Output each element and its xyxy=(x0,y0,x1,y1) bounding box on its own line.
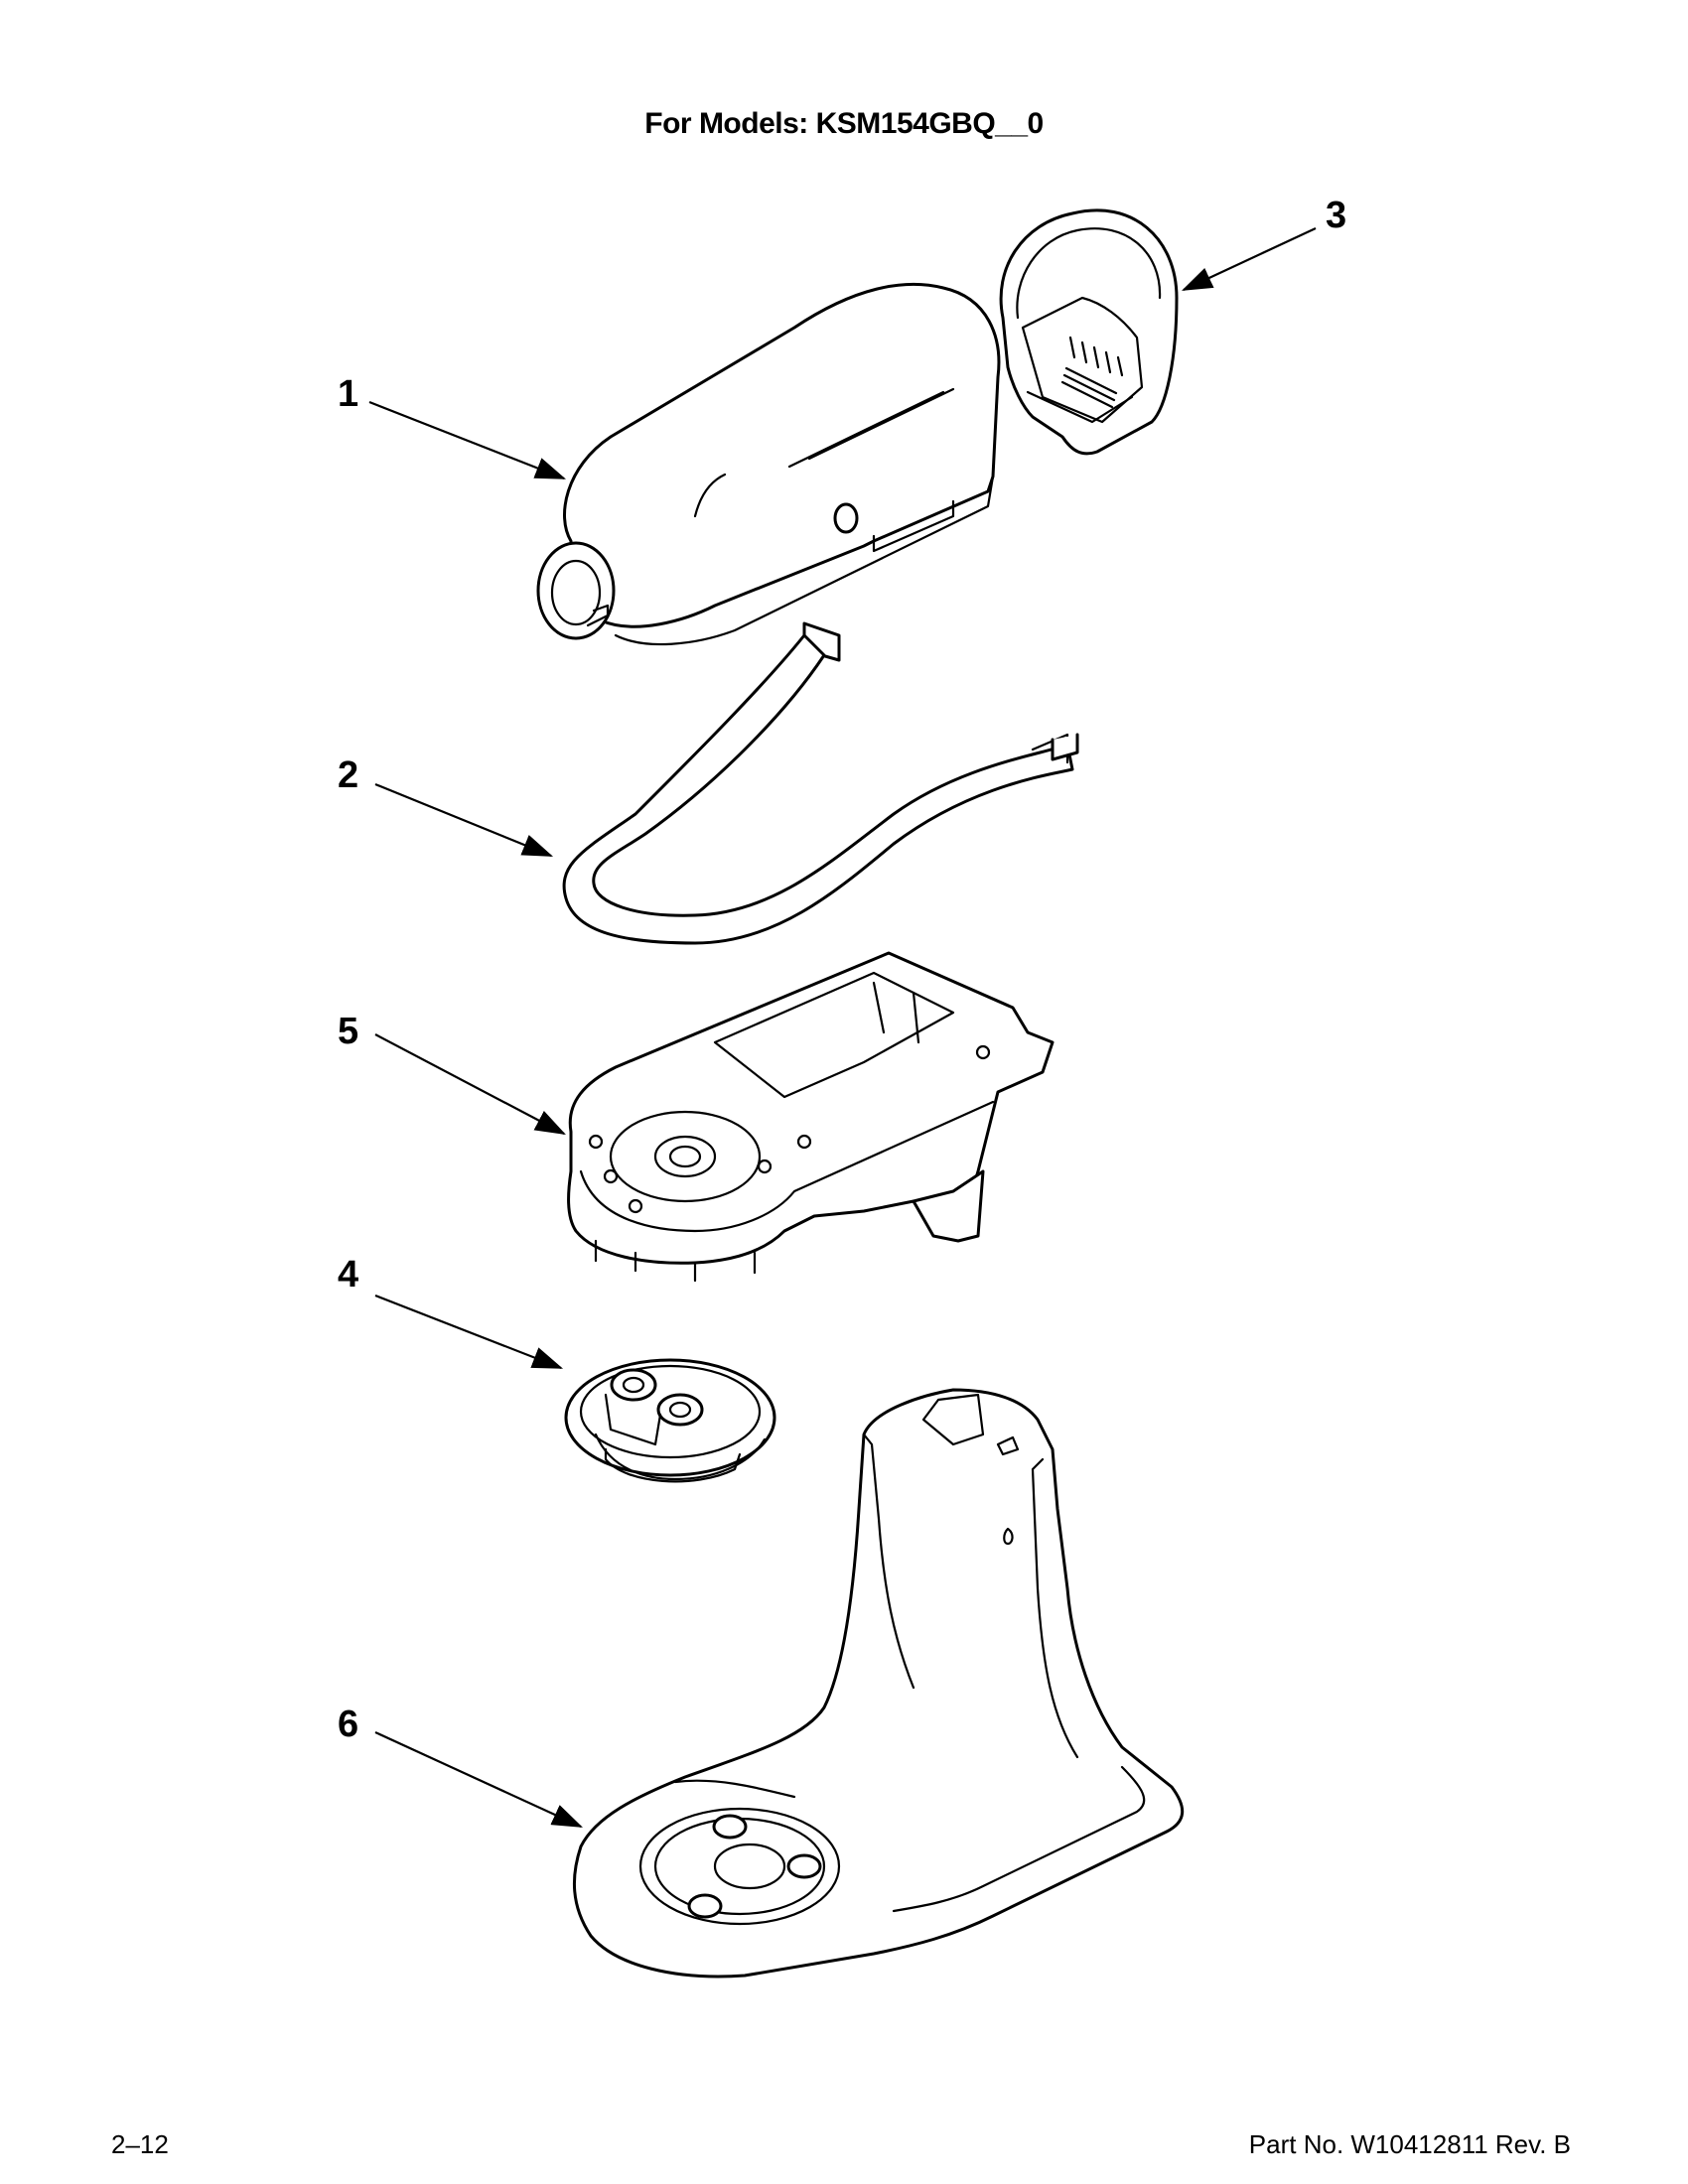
callout-5: 5 xyxy=(338,1011,359,1052)
leader-3 xyxy=(1182,227,1317,291)
page-title: For Models: KSM154GBQ__0 xyxy=(644,107,1044,140)
leader-4 xyxy=(374,1294,564,1370)
part-1-head-housing xyxy=(536,282,1001,646)
callout-3: 3 xyxy=(1326,195,1347,236)
callout-1: 1 xyxy=(338,373,359,415)
part-4-planetary-hub xyxy=(564,1358,776,1483)
leader-1 xyxy=(368,400,567,480)
part-number: Part No. W10412811 Rev. B xyxy=(1248,2129,1571,2159)
callout-6: 6 xyxy=(338,1704,359,1745)
part-5-gear-housing xyxy=(567,951,1055,1283)
leader-2 xyxy=(374,782,554,858)
leader-6 xyxy=(374,1731,583,1828)
part-3-rear-cover xyxy=(999,208,1179,456)
callout-2: 2 xyxy=(338,754,359,796)
callout-4: 4 xyxy=(338,1254,359,1296)
leader-arrows xyxy=(368,227,1317,1828)
part-6-pedestal-base xyxy=(572,1388,1185,1979)
leader-5 xyxy=(374,1033,566,1136)
part-2-trim-band xyxy=(562,621,1079,945)
page-number: 2–12 xyxy=(111,2129,169,2159)
